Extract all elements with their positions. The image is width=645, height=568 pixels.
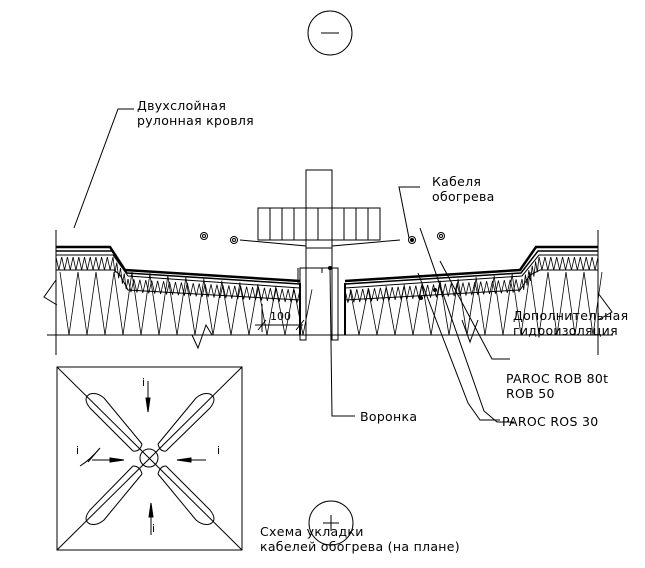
label-rob: PAROC ROB 80t ROB 50 xyxy=(506,371,608,401)
right-break-symbol xyxy=(597,292,613,321)
label-roofing: Двухслойная рулонная кровля xyxy=(137,98,254,128)
leader-ros xyxy=(419,227,514,423)
label-roofing-line1: Двухслойная xyxy=(137,98,227,113)
label-rob-line1: PAROC ROB 80t xyxy=(506,371,609,386)
plan-scheme xyxy=(56,366,243,551)
leader-rob xyxy=(417,272,500,421)
heating-cable-left-1 xyxy=(200,232,208,240)
leader-cables xyxy=(398,186,420,239)
right-bottom-break xyxy=(461,319,479,344)
heating-cable-right-1 xyxy=(408,236,416,244)
left-bottom-break xyxy=(191,323,213,350)
label-extra-waterproofing-line1: Дополнительная xyxy=(513,308,629,323)
leader-funnel xyxy=(329,268,355,417)
label-cables: Кабеля обогрева xyxy=(432,174,495,204)
left-break-symbol xyxy=(43,279,58,306)
left-rob-insulation xyxy=(59,271,313,336)
label-extra-waterproofing-line2: гидроизоляция xyxy=(513,323,618,338)
leader-roofing xyxy=(73,108,134,229)
label-ros-text: PAROC ROS 30 xyxy=(502,414,599,429)
label-scheme: Схема укладки кабелей обогрева (на плане… xyxy=(260,524,460,554)
leader-extra-waterproofing xyxy=(439,260,510,360)
label-extra-waterproofing: Дополнительная гидроизоляция xyxy=(513,308,628,338)
heating-cable-left-2 xyxy=(230,236,238,244)
slope-marker-top: i xyxy=(142,376,146,389)
drain-funnel xyxy=(239,169,401,341)
label-rob-line2: ROB 50 xyxy=(506,386,555,401)
plus-circle-symbol xyxy=(308,500,354,546)
slope-marker-right: i xyxy=(217,444,221,457)
label-cables-line2: обогрева xyxy=(432,189,495,204)
label-dimension: 100 xyxy=(270,310,291,323)
dimension-100 xyxy=(255,304,305,332)
label-ros: PAROC ROS 30 xyxy=(502,414,598,429)
label-scheme-line2: кабелей обогрева (на плане) xyxy=(260,539,460,554)
right-rob-insulation xyxy=(349,271,603,336)
label-funnel-text: Воронка xyxy=(360,409,418,424)
minus-circle-symbol xyxy=(307,10,353,56)
label-funnel: Воронка xyxy=(360,409,417,424)
slope-marker-left: i xyxy=(76,444,80,457)
slope-marker-bottom: i xyxy=(152,522,156,535)
label-scheme-line1: Схема укладки xyxy=(260,524,364,539)
label-cables-line1: Кабеля xyxy=(432,174,482,189)
label-roofing-line2: рулонная кровля xyxy=(137,113,254,128)
heating-cable-right-2 xyxy=(437,232,445,240)
